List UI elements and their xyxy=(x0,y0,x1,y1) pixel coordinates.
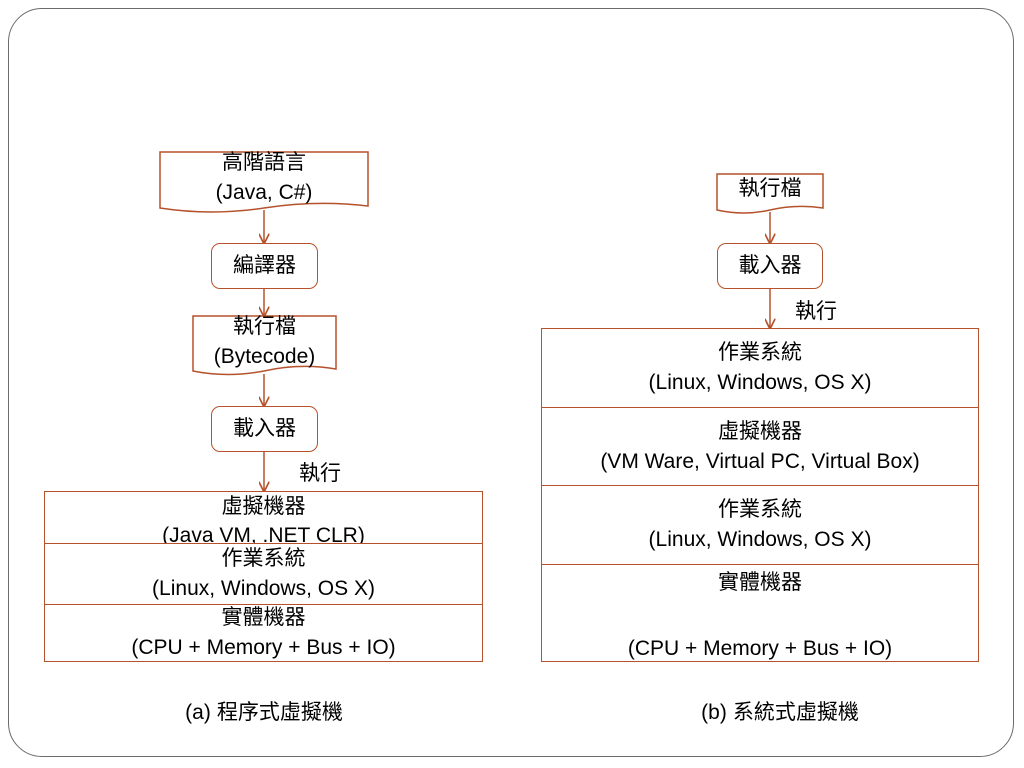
right-hw-title: 實體機器 xyxy=(718,571,802,594)
left-exec-document-shape xyxy=(192,315,337,376)
right-guest-os-layer: 作業系統 (Linux, Windows, OS X) xyxy=(541,328,979,408)
left-vm-layer: 虛擬機器 (Java VM, .NET CLR) xyxy=(44,491,483,547)
right-hw-components: (CPU + Memory + Bus + IO) xyxy=(627,637,893,660)
compiler-box: 編譯器 xyxy=(211,243,318,289)
left-source-langs: (Java, C#) xyxy=(215,181,313,204)
right-exec-title: 執行檔 xyxy=(738,177,802,200)
right-host-os-layer: 作業系統 (Linux, Windows, OS X) xyxy=(541,485,979,565)
right-caption-prefix: (b) xyxy=(701,701,727,724)
left-os-title: 作業系統 xyxy=(221,547,306,570)
right-vm-layer: 虛擬機器 (VM Ware, Virtual PC, Virtual Box) xyxy=(541,407,979,486)
left-execute-label: 執行 xyxy=(299,462,341,485)
right-host-os-title: 作業系統 xyxy=(718,498,802,521)
left-os-examples: (Linux, Windows, OS X) xyxy=(152,577,375,600)
left-source-document: 高階語言 (Java, C#) xyxy=(160,148,368,208)
right-loader-box: 載入器 xyxy=(717,243,823,289)
right-loader-label: 載入器 xyxy=(738,254,802,277)
left-exec-format: (Bytecode) xyxy=(213,345,316,368)
left-os-layer: 作業系統 (Linux, Windows, OS X) xyxy=(44,543,483,605)
right-execute-label: 執行 xyxy=(795,300,837,323)
left-caption-prefix: (a) xyxy=(185,701,211,724)
right-exec-document: 執行檔 xyxy=(717,172,823,206)
right-hw-layer: 實體機器 (CPU + Memory + Bus + IO) xyxy=(541,564,979,662)
left-vm-title: 虛擬機器 xyxy=(221,495,306,518)
slide-frame xyxy=(8,8,1014,757)
left-caption-text: 程序式虛擬機 xyxy=(216,701,343,724)
right-caption-text: 系統式虛擬機 xyxy=(732,701,859,724)
left-caption: (a) 程序式虛擬機 xyxy=(140,696,388,730)
left-loader-box: 載入器 xyxy=(211,406,318,452)
left-hw-components: (CPU + Memory + Bus + IO) xyxy=(131,636,396,659)
right-caption: (b) 系統式虛擬機 xyxy=(660,696,900,730)
left-hw-title: 實體機器 xyxy=(221,606,306,629)
left-source-document-shape xyxy=(159,151,369,213)
right-guest-os-title: 作業系統 xyxy=(718,341,802,364)
right-vm-examples: (VM Ware, Virtual PC, Virtual Box) xyxy=(600,449,920,473)
right-guest-os-examples: (Linux, Windows, OS X) xyxy=(648,371,872,394)
left-loader-label: 載入器 xyxy=(233,417,296,440)
right-vm-title: 虛擬機器 xyxy=(718,419,802,443)
left-exec-title: 執行檔 xyxy=(233,315,296,338)
right-host-os-examples: (Linux, Windows, OS X) xyxy=(648,528,872,551)
left-source-title: 高階語言 xyxy=(222,151,306,174)
compiler-label: 編譯器 xyxy=(233,254,296,277)
right-exec-document-shape xyxy=(716,173,824,214)
left-vm-examples: (Java VM, .NET CLR) xyxy=(162,524,365,547)
left-exec-document: 執行檔 (Bytecode) xyxy=(193,312,336,372)
left-hw-layer: 實體機器 (CPU + Memory + Bus + IO) xyxy=(44,604,483,662)
